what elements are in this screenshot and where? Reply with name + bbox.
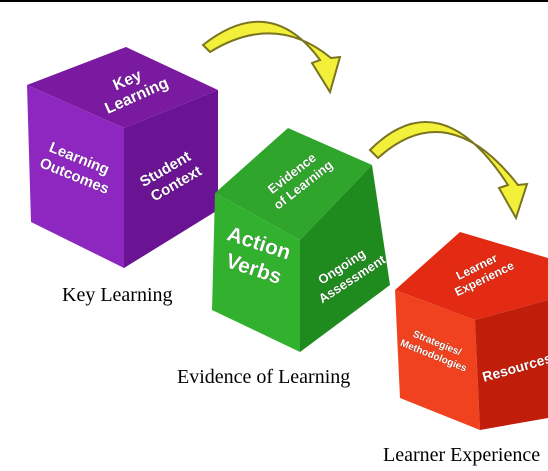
cube-evidence-left-face <box>212 193 300 352</box>
cube-learner-experience: Learner Experience Strategies/ Methodolo… <box>395 232 548 430</box>
cube-evidence-of-learning: Evidence of Learning Action Verbs Ongoin… <box>212 128 390 352</box>
caption-learner-experience: Learner Experience <box>383 444 541 466</box>
curved-arrow-2 <box>368 121 529 221</box>
cube-experience-right-face <box>475 300 548 430</box>
cube-experience-top-face <box>395 232 548 320</box>
cube-evidence-top-face <box>215 128 372 240</box>
cube-key-left-face <box>27 85 124 268</box>
cube-evidence-right-face <box>300 165 390 352</box>
cube-key-learning: Key Learning Learning Outcomes Student C… <box>27 47 218 268</box>
cube-key-top-face <box>27 47 218 128</box>
top-border-line <box>0 0 548 2</box>
curved-arrow-1 <box>201 20 342 95</box>
caption-key-learning: Key Learning <box>62 284 173 306</box>
caption-evidence-of-learning: Evidence of Learning <box>177 366 351 388</box>
cube-experience-left-face <box>395 290 480 430</box>
cube-key-right-face <box>124 90 218 268</box>
